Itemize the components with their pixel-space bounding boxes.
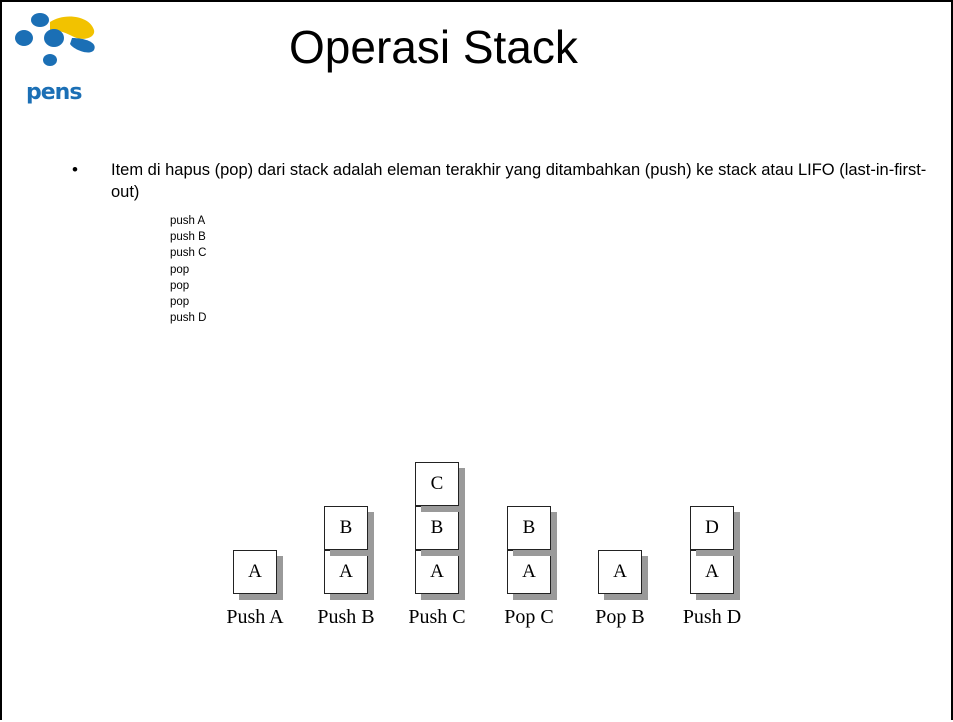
page-title: Operasi Stack xyxy=(289,21,578,73)
bullet-text: Item di hapus (pop) dari stack adalah el… xyxy=(111,161,927,201)
operation-item: pop xyxy=(170,279,190,292)
operation-item: pop xyxy=(170,263,190,276)
stack-box: A xyxy=(690,550,734,594)
pens-logo-icon xyxy=(15,13,95,66)
operations-list: push A push B push C pop pop pop push D xyxy=(170,213,206,326)
pens-logo: pens xyxy=(10,8,110,108)
stack-box: B xyxy=(415,506,459,550)
stack-caption: Push B xyxy=(317,606,375,628)
stack-box: B xyxy=(507,506,551,550)
bullet-marker: • xyxy=(72,160,78,179)
stack-caption: Push C xyxy=(408,606,466,628)
operation-item: push C xyxy=(170,247,207,260)
stack-caption: Push A xyxy=(226,606,284,628)
stack-box: B xyxy=(324,506,368,550)
operation-item: push D xyxy=(170,312,207,325)
stack-caption: Pop B xyxy=(595,606,645,628)
stack-box: A xyxy=(598,550,642,594)
stack-box: C xyxy=(415,462,459,506)
stack-box: A xyxy=(507,550,551,594)
stack-box: D xyxy=(690,506,734,550)
stack-caption: Pop C xyxy=(504,606,554,628)
stack-caption: Push D xyxy=(682,606,742,628)
operation-item: pop xyxy=(170,296,190,309)
stack-box: A xyxy=(233,550,277,594)
stack-box: A xyxy=(415,550,459,594)
logo-text: pens xyxy=(26,80,82,105)
operation-item: push B xyxy=(170,231,206,244)
operation-item: push A xyxy=(170,215,206,227)
stack-box: A xyxy=(324,550,368,594)
